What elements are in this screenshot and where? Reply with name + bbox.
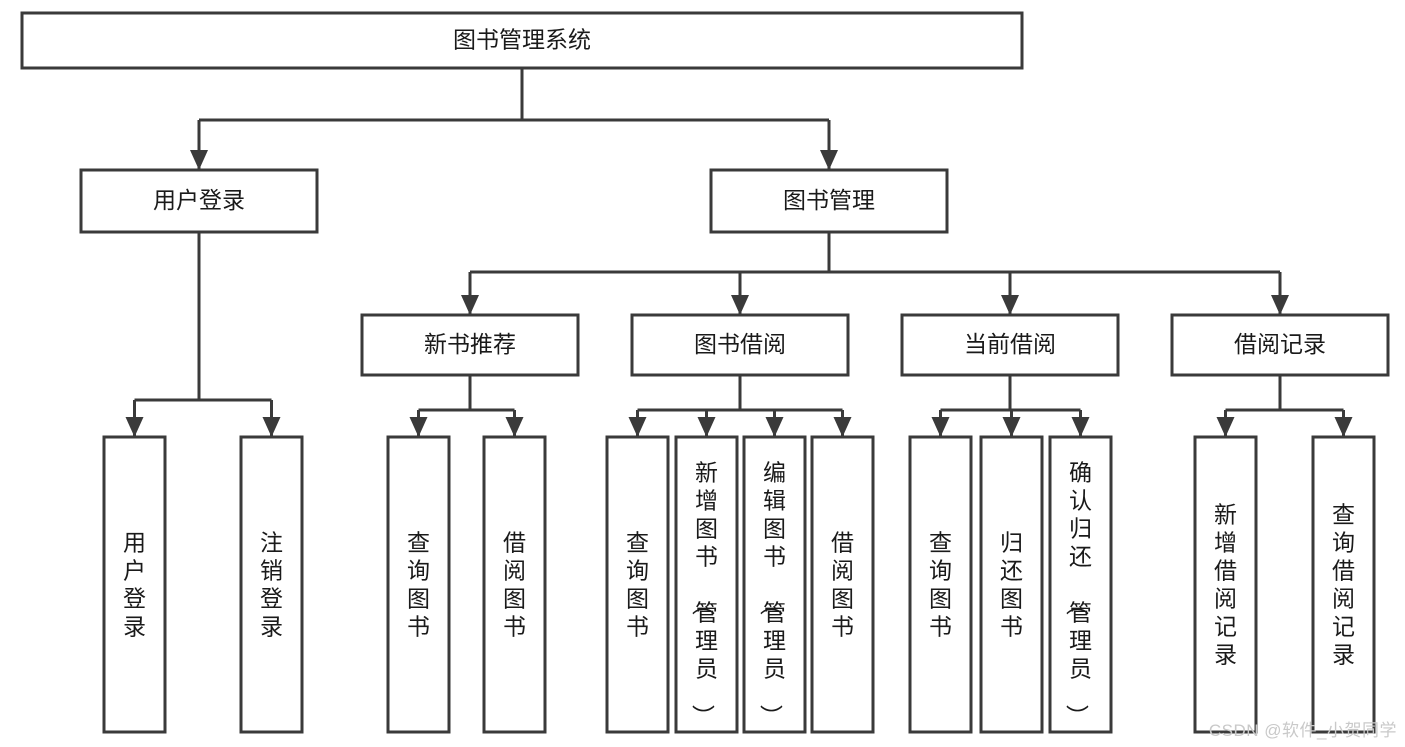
node-leaf-add-book[interactable]: 新增图书（管理员） xyxy=(674,435,739,734)
node-new-book-recommend-label: 新书推荐 xyxy=(424,331,516,357)
arrow-head-icon xyxy=(1334,417,1353,437)
node-leaf-add-book-label: 新增图书（管理员） xyxy=(690,459,718,727)
nodes-layer: 图书管理系统用户登录图书管理新书推荐图书借阅当前借阅借阅记录用户登录注销登录查询… xyxy=(20,11,1390,734)
node-borrow-record[interactable]: 借阅记录 xyxy=(1170,313,1390,377)
arrow-head-icon xyxy=(697,417,716,437)
connectors-layer xyxy=(125,68,1353,437)
node-leaf-borrow-book-box[interactable] xyxy=(810,435,875,734)
node-leaf-return-book-label: 归还图书 xyxy=(1000,529,1023,639)
node-leaf-query-book-borrow-box[interactable] xyxy=(605,435,670,734)
arrow-head-icon xyxy=(262,417,281,437)
node-leaf-confirm-return[interactable]: 确认归还（管理员） xyxy=(1048,435,1113,734)
node-leaf-borrow-book-rec-label: 借阅图书 xyxy=(503,529,526,639)
node-leaf-user-logout[interactable]: 注销登录 xyxy=(239,435,304,734)
node-leaf-add-record-box[interactable] xyxy=(1193,435,1258,734)
arrow-head-icon xyxy=(820,150,838,170)
node-book-borrow-label: 图书借阅 xyxy=(694,331,786,357)
node-leaf-borrow-book[interactable]: 借阅图书 xyxy=(810,435,875,734)
node-borrow-record-box[interactable] xyxy=(1170,313,1390,377)
node-leaf-query-record-box[interactable] xyxy=(1311,435,1376,734)
node-leaf-query-book-rec-label: 查询图书 xyxy=(407,529,430,639)
node-leaf-query-book-cur-label: 查询图书 xyxy=(929,529,952,639)
arrow-head-icon xyxy=(628,417,647,437)
arrow-head-icon xyxy=(1071,417,1090,437)
node-leaf-user-login[interactable]: 用户登录 xyxy=(102,435,167,734)
node-root-label: 图书管理系统 xyxy=(453,27,591,53)
node-leaf-add-record[interactable]: 新增借阅记录 xyxy=(1193,435,1258,734)
node-book-borrow-box[interactable] xyxy=(630,313,850,377)
node-leaf-user-logout-label: 注销登录 xyxy=(260,529,283,639)
node-leaf-borrow-book-label: 借阅图书 xyxy=(831,529,854,639)
node-root-box[interactable] xyxy=(20,11,1024,70)
node-book-borrow[interactable]: 图书借阅 xyxy=(630,313,850,377)
node-leaf-edit-book[interactable]: 编辑图书（管理员） xyxy=(742,435,807,734)
node-book-manage-box[interactable] xyxy=(709,168,949,234)
node-root[interactable]: 图书管理系统 xyxy=(20,11,1024,70)
arrow-head-icon xyxy=(1002,417,1021,437)
arrow-head-icon xyxy=(1271,295,1289,315)
node-leaf-edit-book-box[interactable] xyxy=(742,435,807,734)
node-book-manage-label: 图书管理 xyxy=(783,187,875,213)
node-leaf-add-record-label: 新增借阅记录 xyxy=(1214,501,1237,667)
arrow-head-icon xyxy=(190,150,208,170)
arrow-head-icon xyxy=(833,417,852,437)
node-user-login[interactable]: 用户登录 xyxy=(79,168,319,234)
node-new-book-recommend[interactable]: 新书推荐 xyxy=(360,313,580,377)
node-leaf-query-book-rec-box[interactable] xyxy=(386,435,451,734)
node-book-manage[interactable]: 图书管理 xyxy=(709,168,949,234)
node-leaf-return-book-box[interactable] xyxy=(979,435,1044,734)
arrow-head-icon xyxy=(931,417,950,437)
node-leaf-return-book[interactable]: 归还图书 xyxy=(979,435,1044,734)
node-leaf-query-record-label: 查询借阅记录 xyxy=(1332,501,1355,667)
node-leaf-user-login-label: 用户登录 xyxy=(123,529,146,639)
node-user-login-label: 用户登录 xyxy=(153,187,245,213)
node-leaf-confirm-return-label: 确认归还（管理员） xyxy=(1064,459,1092,727)
node-leaf-borrow-book-rec-box[interactable] xyxy=(482,435,547,734)
node-user-login-box[interactable] xyxy=(79,168,319,234)
arrow-head-icon xyxy=(505,417,524,437)
node-borrow-record-label: 借阅记录 xyxy=(1234,331,1326,357)
node-leaf-edit-book-label: 编辑图书（管理员） xyxy=(758,459,786,727)
node-leaf-user-login-box[interactable] xyxy=(102,435,167,734)
node-leaf-query-book-rec[interactable]: 查询图书 xyxy=(386,435,451,734)
arrow-head-icon xyxy=(461,295,479,315)
node-leaf-borrow-book-rec[interactable]: 借阅图书 xyxy=(482,435,547,734)
node-current-borrow-box[interactable] xyxy=(900,313,1120,377)
node-current-borrow-label: 当前借阅 xyxy=(964,331,1056,357)
arrow-head-icon xyxy=(1001,295,1019,315)
arrow-head-icon xyxy=(1216,417,1235,437)
arrow-head-icon xyxy=(731,295,749,315)
node-leaf-confirm-return-box[interactable] xyxy=(1048,435,1113,734)
arrow-head-icon xyxy=(125,417,144,437)
node-leaf-query-book-borrow-label: 查询图书 xyxy=(626,529,649,639)
node-leaf-query-book-cur-box[interactable] xyxy=(908,435,973,734)
arrow-head-icon xyxy=(409,417,428,437)
csdn-watermark: CSDN @软件_小贺同学 xyxy=(1208,721,1397,740)
node-current-borrow[interactable]: 当前借阅 xyxy=(900,313,1120,377)
node-leaf-query-record[interactable]: 查询借阅记录 xyxy=(1311,435,1376,734)
node-new-book-recommend-box[interactable] xyxy=(360,313,580,377)
node-leaf-add-book-box[interactable] xyxy=(674,435,739,734)
node-leaf-query-book-cur[interactable]: 查询图书 xyxy=(908,435,973,734)
node-leaf-user-logout-box[interactable] xyxy=(239,435,304,734)
node-leaf-query-book-borrow[interactable]: 查询图书 xyxy=(605,435,670,734)
arrow-head-icon xyxy=(765,417,784,437)
